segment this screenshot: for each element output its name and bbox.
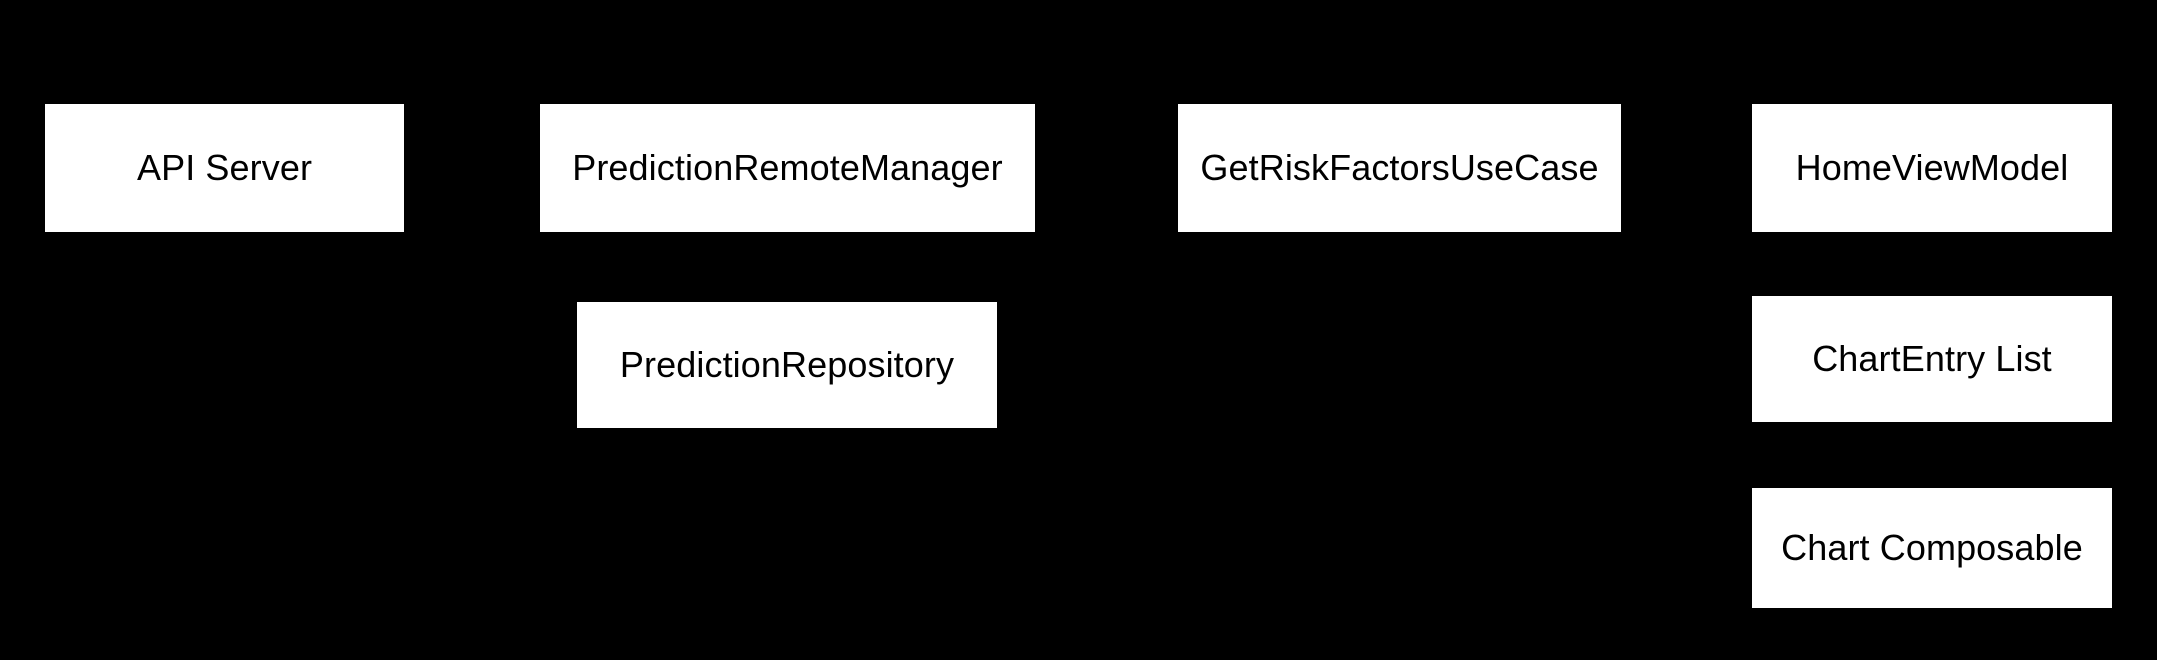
diagram-node-prediction-remote-manager[interactable]: PredictionRemoteManager bbox=[540, 104, 1035, 232]
node-label: GetRiskFactorsUseCase bbox=[1200, 147, 1599, 189]
node-label: API Server bbox=[136, 147, 313, 189]
node-label: PredictionRepository bbox=[619, 344, 955, 386]
diagram-node-home-view-model[interactable]: HomeViewModel bbox=[1752, 104, 2112, 232]
node-label: Chart Composable bbox=[1781, 527, 2083, 569]
diagram-node-get-risk-factors-usecase[interactable]: GetRiskFactorsUseCase bbox=[1178, 104, 1621, 232]
node-label: HomeViewModel bbox=[1795, 147, 2069, 189]
diagram-node-prediction-repository[interactable]: PredictionRepository bbox=[577, 302, 997, 428]
diagram-node-chart-composable[interactable]: Chart Composable bbox=[1752, 488, 2112, 608]
diagram-node-api-server[interactable]: API Server bbox=[45, 104, 404, 232]
diagram-node-chart-entry-list[interactable]: ChartEntry List bbox=[1752, 296, 2112, 422]
node-label: PredictionRemoteManager bbox=[572, 147, 1003, 189]
node-label: ChartEntry List bbox=[1812, 338, 2052, 380]
